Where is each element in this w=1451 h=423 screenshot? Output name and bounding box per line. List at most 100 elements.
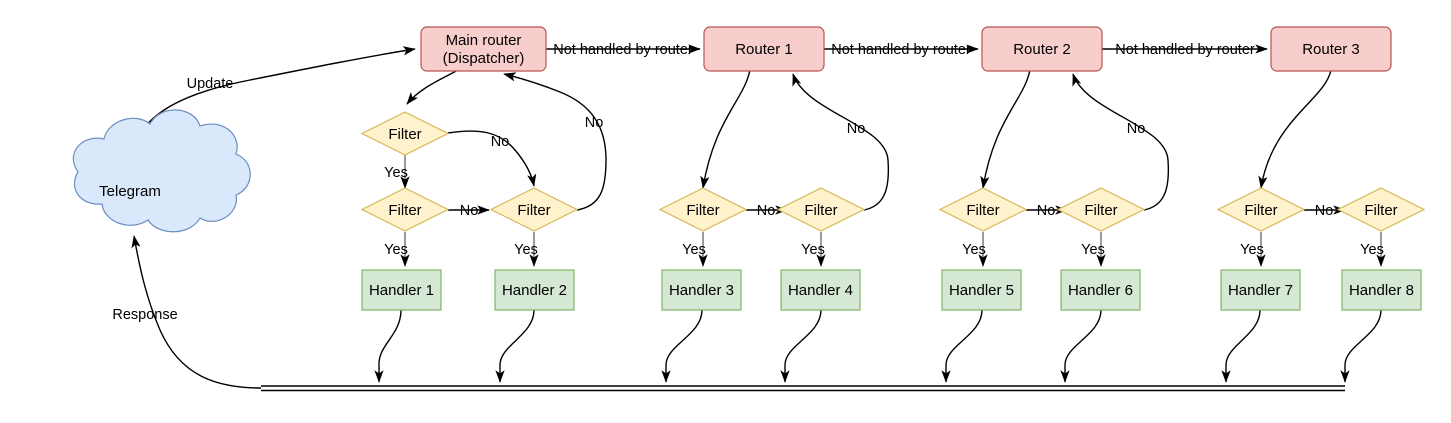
edge-label-no-1: No	[491, 134, 510, 150]
handler-2-box	[494, 269, 575, 311]
filter-d2-diamond	[1336, 187, 1426, 232]
edge-label-no-5: No	[757, 203, 776, 219]
edge-label-yes-6: Yes	[962, 242, 986, 258]
handler-6-node[interactable]: Handler 6	[1060, 269, 1141, 311]
filter-b1-diamond	[658, 187, 748, 232]
response-collector-bus	[261, 385, 1345, 392]
handler-1-node[interactable]: Handler 1	[361, 269, 442, 311]
filter-c1-node[interactable]: Filter	[938, 187, 1028, 232]
edge-label-yes-1: Yes	[384, 165, 408, 181]
edge-filter-c2-no-to-router2	[1072, 73, 1170, 211]
handler-5-box	[941, 269, 1022, 311]
handler-3-node[interactable]: Handler 3	[661, 269, 742, 311]
handler-8-label: Handler 8	[1349, 282, 1414, 299]
edge-label-not-handled-2: Not handled by router	[831, 42, 971, 58]
router-2-box	[981, 26, 1103, 72]
edge-response	[131, 235, 262, 389]
edge-label-no-8: No	[1315, 203, 1334, 219]
edge-label-yes-7: Yes	[1081, 242, 1105, 258]
edge-handler-7-to-collector	[1221, 309, 1261, 383]
handler-3-label: Handler 3	[669, 282, 734, 299]
edge-label-not-handled-1: Not handled by router	[553, 42, 693, 58]
edge-filter-a2-no-to-mainrouter	[503, 72, 607, 211]
filter-a2-diamond	[489, 187, 579, 232]
edge-handler-8-to-collector	[1340, 309, 1382, 383]
filter-c1-label: Filter	[966, 202, 999, 219]
main-router-label-line1: Main router	[446, 32, 522, 49]
filter-b2-node[interactable]: Filter	[776, 187, 866, 232]
handler-7-box	[1220, 269, 1301, 311]
filter-top-1-label: Filter	[388, 126, 421, 143]
filter-a2-label: Filter	[517, 202, 550, 219]
filter-b1-label: Filter	[686, 202, 719, 219]
filter-d1-label: Filter	[1244, 202, 1277, 219]
handler-6-box	[1060, 269, 1141, 311]
edge-filter-b2-no-to-router1	[792, 73, 890, 211]
edge-label-update: Update	[187, 76, 234, 92]
router-1-node[interactable]: Router 1	[703, 26, 825, 72]
edge-label-yes-9: Yes	[1360, 242, 1384, 258]
filter-c1-diamond	[938, 187, 1028, 232]
edge-label-no-2: No	[585, 115, 604, 131]
filter-d1-node[interactable]: Filter	[1216, 187, 1306, 232]
edge-mainrouter-to-filter-top-1	[406, 69, 459, 105]
edge-handler-2-to-collector	[495, 309, 535, 383]
edge-handler-3-to-collector	[661, 309, 703, 383]
filter-c2-node[interactable]: Filter	[1056, 187, 1146, 232]
filter-top-1-node[interactable]: Filter	[360, 111, 450, 156]
edge-handler-6-to-collector	[1060, 309, 1102, 383]
filter-c2-label: Filter	[1084, 202, 1117, 219]
filter-a1-diamond	[360, 187, 450, 232]
edge-label-no-4: No	[847, 121, 866, 137]
filter-d2-label: Filter	[1364, 202, 1397, 219]
telegram-label: Telegram	[99, 183, 161, 200]
filter-top-1-diamond	[360, 111, 450, 156]
edge-label-response: Response	[112, 307, 177, 323]
router-2-label: Router 2	[1013, 41, 1071, 58]
edge-label-yes-5: Yes	[801, 242, 825, 258]
handler-2-label: Handler 2	[502, 282, 567, 299]
filter-c2-diamond	[1056, 187, 1146, 232]
edge-update	[127, 46, 416, 161]
filter-d1-diamond	[1216, 187, 1306, 232]
telegram-cloud-node[interactable]: Telegram	[72, 109, 251, 233]
handler-7-node[interactable]: Handler 7	[1220, 269, 1301, 311]
router-3-label: Router 3	[1302, 41, 1360, 58]
edge-label-yes-3: Yes	[514, 242, 538, 258]
handler-5-label: Handler 5	[949, 282, 1014, 299]
filter-b2-diamond	[776, 187, 866, 232]
filter-b1-node[interactable]: Filter	[658, 187, 748, 232]
router-1-label: Router 1	[735, 41, 793, 58]
router-1-box	[703, 26, 825, 72]
edge-label-no-7: No	[1037, 203, 1056, 219]
edge-filter-top-1-no	[447, 130, 537, 187]
edge-handler-5-to-collector	[941, 309, 983, 383]
cloud-shape	[72, 109, 251, 233]
edge-router2-to-filter-top-3	[980, 69, 1031, 189]
edge-label-yes-4: Yes	[682, 242, 706, 258]
handler-4-box	[780, 269, 861, 311]
router-3-node[interactable]: Router 3	[1270, 26, 1392, 72]
main-router-label-line2: (Dispatcher)	[443, 50, 525, 67]
edge-handler-4-to-collector	[780, 309, 822, 383]
edge-label-no-3: No	[460, 203, 479, 219]
filter-a1-node[interactable]: Filter	[360, 187, 450, 232]
handler-1-label: Handler 1	[369, 282, 434, 299]
filter-d2-node[interactable]: Filter	[1336, 187, 1426, 232]
edge-router3-to-filter-top-4	[1258, 69, 1332, 189]
router-2-node[interactable]: Router 2	[981, 26, 1103, 72]
main-router-box	[420, 26, 547, 72]
handler-8-box	[1341, 269, 1422, 311]
edge-handler-1-to-collector	[374, 309, 402, 383]
main-router-node[interactable]: Main router (Dispatcher)	[420, 26, 547, 72]
edge-label-no-6: No	[1127, 121, 1146, 137]
edge-label-not-handled-3: Not handled by router	[1115, 42, 1255, 58]
filter-a2-node[interactable]: Filter	[489, 187, 579, 232]
handler-3-box	[661, 269, 742, 311]
handler-8-node[interactable]: Handler 8	[1341, 269, 1422, 311]
handler-2-node[interactable]: Handler 2	[494, 269, 575, 311]
handler-4-node[interactable]: Handler 4	[780, 269, 861, 311]
handler-5-node[interactable]: Handler 5	[941, 269, 1022, 311]
handler-7-label: Handler 7	[1228, 282, 1293, 299]
